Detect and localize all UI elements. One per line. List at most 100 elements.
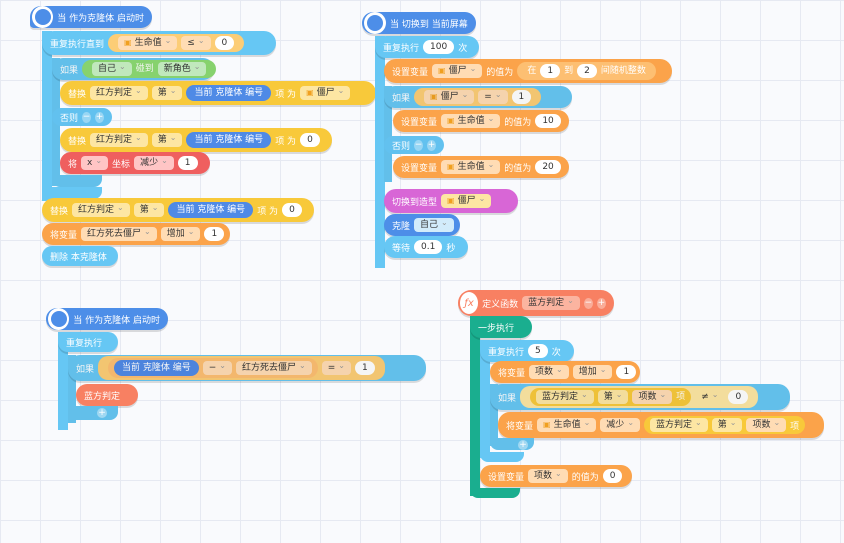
index-dropdown[interactable]: 第: [151, 133, 183, 147]
else-block[interactable]: 否则 − +: [384, 136, 444, 154]
hat-block-clone-start-2[interactable]: 当 作为克隆体 启动时: [46, 308, 168, 330]
repeat-block[interactable]: 重复执行 5 次: [480, 340, 574, 362]
set-items-block[interactable]: 设置变量 项数 的值为 0: [480, 465, 632, 487]
repeat-until-block[interactable]: 重复执行直到 ▣生命值 ≤ 0: [42, 31, 276, 55]
value-input[interactable]: 0: [214, 36, 235, 50]
value-input[interactable]: 20: [535, 160, 561, 174]
value-input[interactable]: 0: [300, 133, 320, 147]
else-block[interactable]: 否则 − +: [52, 108, 112, 126]
var-dropdown[interactable]: 项数: [528, 469, 568, 483]
target-dropdown[interactable]: 新角色: [157, 62, 207, 76]
list-dropdown[interactable]: 红方判定: [90, 133, 148, 147]
var-life-dropdown[interactable]: ▣生命值: [118, 36, 178, 50]
if-block[interactable]: 如果 当前 克隆体 编号 − 红方死去僵尸 = 1: [68, 355, 426, 381]
set-life-20-block[interactable]: 设置变量 ▣生命值 的值为 20: [393, 156, 569, 178]
set-life-10-block[interactable]: 设置变量 ▣生命值 的值为 10: [393, 110, 569, 132]
value-input[interactable]: 1: [177, 156, 198, 170]
op-dropdown[interactable]: =: [478, 90, 508, 104]
touch-condition[interactable]: 自己 碰到 新角色: [82, 60, 217, 78]
costume-dropdown[interactable]: ▣僵尸: [441, 194, 492, 208]
function-name[interactable]: 蓝方判定: [522, 296, 580, 310]
if-block[interactable]: 如果 蓝方判定 第 项数 项 ≠ 0: [490, 384, 790, 410]
add-branch-icon[interactable]: +: [518, 440, 528, 450]
clone-id-reporter[interactable]: 当前 克隆体 编号: [186, 132, 272, 148]
op-dropdown[interactable]: ≠: [695, 390, 725, 404]
add-branch-icon[interactable]: +: [427, 139, 436, 151]
change-life-block[interactable]: 将变量 ▣生命值 减少 蓝方判定 第 项数 项: [498, 412, 824, 438]
self-dropdown[interactable]: 自己: [92, 62, 132, 76]
compare-eq[interactable]: 当前 克隆体 编号 − 红方死去僵尸 = 1: [98, 356, 385, 380]
value-input[interactable]: 1: [354, 361, 375, 375]
define-function-block[interactable]: ƒx 定义函数 蓝方判定 − +: [458, 290, 614, 316]
hat-block-screen-switch[interactable]: 当 切换到 当前屏幕: [362, 12, 476, 34]
var-dropdown[interactable]: 红方死去僵尸: [81, 227, 157, 241]
list-item-reporter[interactable]: 蓝方判定 第 项数 项: [644, 416, 806, 434]
clone-block[interactable]: 克隆 自己: [384, 214, 460, 236]
repeat-block[interactable]: 重复执行 100 次: [375, 36, 479, 58]
var-dropdown[interactable]: 红方死去僵尸: [236, 361, 312, 375]
value-input[interactable]: 1: [204, 227, 225, 241]
var-dropdown[interactable]: 项数: [529, 365, 569, 379]
axis-dropdown[interactable]: x: [81, 156, 109, 170]
change-var-block[interactable]: 将变量 红方死去僵尸 增加 1: [42, 223, 230, 245]
add-branch-icon[interactable]: +: [95, 111, 104, 123]
set-var-random-block[interactable]: 设置变量 ▣僵尸 的值为 在 1 到 2 间随机整数: [384, 59, 672, 83]
mode-dropdown[interactable]: 增加: [160, 227, 201, 241]
index-dropdown[interactable]: 第: [133, 203, 165, 217]
op-dropdown[interactable]: −: [202, 361, 232, 375]
if-block[interactable]: 如果 自己 碰到 新角色: [52, 58, 217, 80]
clone-id-reporter[interactable]: 当前 克隆体 编号: [114, 360, 199, 376]
wait-block[interactable]: 等待 0.1 秒: [384, 236, 468, 258]
subtract-reporter[interactable]: 当前 克隆体 编号 − 红方死去僵尸: [108, 358, 318, 378]
value-input[interactable]: 0: [602, 469, 623, 483]
mode-dropdown[interactable]: 减少: [134, 156, 174, 170]
remove-param-icon[interactable]: −: [583, 297, 593, 309]
remove-branch-icon[interactable]: −: [414, 139, 423, 151]
var-dropdown[interactable]: ▣生命值: [537, 418, 597, 432]
list-dropdown[interactable]: 红方判定: [72, 203, 130, 217]
max-input[interactable]: 2: [577, 64, 597, 78]
eq-dropdown[interactable]: =: [321, 361, 351, 375]
remove-branch-icon[interactable]: −: [82, 111, 91, 123]
one-step-block[interactable]: 一步执行: [470, 316, 532, 338]
var-dropdown[interactable]: 项数: [632, 390, 673, 404]
var-dropdown[interactable]: ▣僵尸: [424, 90, 475, 104]
index-dropdown[interactable]: 第: [597, 390, 629, 404]
var-dropdown[interactable]: ▣僵尸: [432, 64, 483, 78]
clone-id-reporter[interactable]: 当前 克隆体 编号: [168, 202, 254, 218]
index-dropdown[interactable]: 第: [151, 86, 183, 100]
list-dropdown[interactable]: 蓝方判定: [650, 418, 708, 432]
value-dropdown[interactable]: ▣僵尸: [300, 86, 351, 100]
compare-le[interactable]: ▣生命值 ≤ 0: [108, 34, 245, 52]
value-input[interactable]: 10: [535, 114, 561, 128]
value-input[interactable]: 1: [511, 90, 532, 104]
compare-neq[interactable]: 蓝方判定 第 项数 项 ≠ 0: [520, 386, 759, 408]
list-dropdown[interactable]: 蓝方判定: [536, 390, 594, 404]
forever-block[interactable]: 重复执行: [58, 332, 118, 352]
var-dropdown[interactable]: ▣生命值: [441, 114, 501, 128]
replace-block-1[interactable]: 替换 红方判定 第 当前 克隆体 编号 项 为 ▣僵尸: [60, 81, 376, 105]
var-dropdown[interactable]: ▣生命值: [441, 160, 501, 174]
compare-eq[interactable]: ▣僵尸 = 1: [414, 88, 542, 106]
mode-dropdown[interactable]: 增加: [572, 365, 613, 379]
op-dropdown[interactable]: ≤: [181, 36, 211, 50]
value-input[interactable]: 0: [282, 203, 302, 217]
hat-block-clone-start[interactable]: 当 作为克隆体 启动时: [30, 6, 152, 28]
mode-dropdown[interactable]: 减少: [600, 418, 641, 432]
delete-clone-block[interactable]: 删除 本克隆体: [42, 246, 118, 266]
add-param-icon[interactable]: +: [596, 297, 606, 309]
count-input[interactable]: 5: [528, 344, 548, 358]
value-input[interactable]: 0: [728, 390, 749, 404]
if-block[interactable]: 如果 ▣僵尸 = 1: [384, 86, 572, 108]
seconds-input[interactable]: 0.1: [414, 240, 443, 254]
random-reporter[interactable]: 在 1 到 2 间随机整数: [517, 62, 656, 80]
target-dropdown[interactable]: 自己: [414, 218, 454, 232]
replace-block-3[interactable]: 替换 红方判定 第 当前 克隆体 编号 项 为 0: [42, 198, 314, 222]
min-input[interactable]: 1: [540, 64, 561, 78]
call-blue-judge-block[interactable]: 蓝方判定: [76, 384, 138, 406]
index-dropdown[interactable]: 第: [711, 418, 743, 432]
list-dropdown[interactable]: 红方判定: [90, 86, 148, 100]
count-input[interactable]: 100: [423, 40, 455, 54]
replace-block-2[interactable]: 替换 红方判定 第 当前 克隆体 编号 项 为 0: [60, 128, 332, 152]
switch-costume-block[interactable]: 切换到造型 ▣僵尸: [384, 189, 518, 213]
